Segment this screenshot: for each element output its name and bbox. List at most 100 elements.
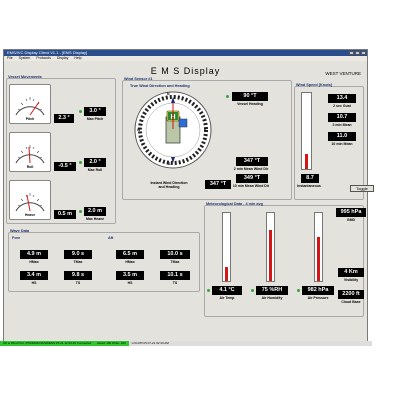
page-title: E M S Display (150, 66, 221, 76)
status-led (79, 210, 82, 213)
window-titlebar: EMS/IVC Display Client V1.1 - [EMS Displ… (4, 50, 367, 56)
pressure-bar-fill (317, 236, 320, 281)
fore-hmax-value: 4.9 m (20, 250, 48, 259)
mean2-wind-dir-value: 347 °T (236, 157, 268, 166)
vessel-name: WEST VENTURE (325, 71, 361, 76)
max-heave-label: Max Heave (85, 217, 105, 221)
wave-data-group (8, 232, 200, 292)
heave-label: Heave (24, 213, 36, 217)
pitch-value: 2.3 ° (54, 114, 74, 123)
air-temp-bar-fill (225, 267, 228, 281)
air-temp-label: Air Temp (219, 296, 235, 300)
status-readwrite: Read: 100 Write: 100 (94, 341, 129, 346)
menu-help[interactable]: Help (74, 56, 82, 60)
visibility-value: 4 Km (338, 268, 364, 277)
toggle-button[interactable]: Toggle (350, 185, 374, 192)
pitch-gauge-icon (15, 97, 45, 116)
pressure-value: 982 hPa (302, 286, 334, 295)
wind-sensor-label: Wind Sensor #1 (124, 77, 153, 81)
roll-label: Roll (26, 165, 34, 169)
fore-hs-label: HS (31, 281, 37, 285)
compass-west: W (137, 128, 141, 132)
true-wind-label: True Wind Direction and Heading (130, 84, 190, 88)
aft-hs-label: HS (127, 281, 133, 285)
cloud-base-value: 2200 ft (338, 290, 364, 299)
gmd-value: 995 hPa (336, 208, 366, 217)
status-connection: OK ● Wind Port, PNCDMS:DGSWENS:07-21 12:… (0, 341, 95, 346)
mean2-speed-label: 2 min Mean (332, 123, 352, 127)
max-pitch-label: Max Pitch (86, 117, 104, 121)
aft-hmax-value: 6.5 m (116, 250, 144, 259)
pitch-label: Pitch (25, 117, 35, 121)
pressure-label: Air Pressure (307, 296, 329, 300)
close-icon[interactable] (361, 51, 366, 55)
heave-gauge-icon (15, 193, 45, 212)
met-group (204, 205, 364, 317)
max-pitch-value: 3.0 ° (84, 107, 106, 116)
fore-ts-label: TS (75, 281, 81, 285)
wind-sensor-group (122, 80, 292, 200)
mean10-wind-dir-label: 10 min Mean Wind Dir (232, 184, 270, 188)
wind-speed-group (294, 86, 364, 200)
status-led (79, 161, 82, 164)
wind-speed-bar-fill (305, 153, 308, 169)
maximize-icon[interactable] (355, 51, 360, 55)
mean2-speed-value: 10.7 (328, 113, 356, 122)
minimize-icon[interactable] (349, 51, 354, 55)
aft-tmax-value: 10.0 s (160, 250, 190, 259)
instant-wind-dir-label: Instant Wind Direction and Heading (150, 181, 188, 189)
aft-ts-value: 10.1 s (160, 271, 190, 280)
air-temp-bar (222, 212, 231, 282)
gust-label: 2 sec Gust (333, 104, 351, 108)
compass-rose-icon: H (134, 91, 212, 169)
vessel-heading-label: Vessel Heading (237, 102, 263, 106)
max-roll-value: 2.0 ° (84, 158, 106, 167)
visibility-label: Visibility (343, 278, 359, 282)
wind-speed-label: Wind Speed [Knots] (296, 83, 333, 87)
fore-tmax-label: TMax (73, 260, 83, 264)
gmd-label: GMD (346, 218, 356, 222)
mean10-wind-dir-value: 349 °T (236, 174, 268, 183)
cloud-base-label: Cloud Base (341, 300, 361, 304)
instant-speed-label: Instantaneous (297, 184, 321, 188)
aft-hs-value: 3.5 m (116, 271, 144, 280)
roll-gauge-icon (15, 145, 45, 164)
met-label: Meteorological Data - 4 min avg (206, 202, 263, 206)
humidity-value: 75 %RH (256, 286, 288, 295)
menu-file[interactable]: File (7, 56, 13, 60)
window-title: EMS/IVC Display Client V1.1 - [EMS Displ… (7, 50, 88, 55)
aft-ts-label: TS (172, 281, 178, 285)
instant-wind-dir-value: 347 °T (205, 180, 231, 189)
pressure-bar (314, 212, 323, 282)
fore-hmax-label: HMax (29, 260, 39, 264)
menu-display[interactable]: Display (56, 56, 69, 60)
status-led (207, 289, 210, 292)
mean2-wind-dir-label: 2 min Mean Wind Dir (233, 167, 269, 171)
aft-hmax-label: HMax (125, 260, 135, 264)
compass-south: S (168, 162, 171, 166)
mean10-speed-value: 11.0 (328, 132, 356, 141)
vessel-movements-group (6, 78, 116, 224)
gust-value: 13.4 (328, 94, 356, 103)
status-led (297, 289, 300, 292)
menu-protocols[interactable]: Protocols (36, 56, 51, 60)
max-heave-value: 2.0 m (84, 207, 106, 216)
aft-tmax-label: TMax (170, 260, 180, 264)
wind-speed-bar (301, 92, 312, 170)
humidity-label: Air Humidity (261, 296, 283, 300)
menu-system[interactable]: System (18, 56, 31, 60)
compass-north: N (167, 92, 170, 96)
wind-compass: H (134, 91, 212, 169)
fore-label: Fore (12, 236, 21, 240)
fore-ts-value: 9.8 s (64, 271, 92, 280)
vessel-movements-label: Vessel Movements (8, 75, 42, 79)
status-time: LOCATION 07-21 02:33 AM (131, 341, 169, 345)
instant-speed-value: 8.7 (301, 174, 319, 183)
pitch-dial: Pitch (9, 84, 51, 124)
roll-value: -0.5 ° (54, 162, 76, 171)
max-roll-label: Max Roll (87, 168, 103, 172)
humidity-bar-fill (269, 230, 272, 281)
fore-tmax-value: 9.0 s (64, 250, 92, 259)
app-window: EMS/IVC Display Client V1.1 - [EMS Displ… (3, 49, 374, 344)
compass-east: E (204, 128, 207, 132)
